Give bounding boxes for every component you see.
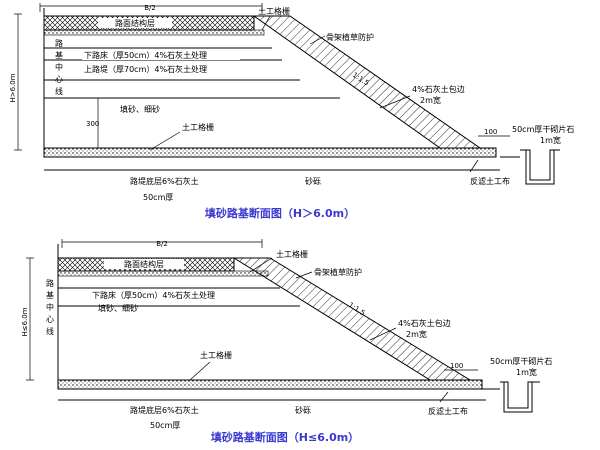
width-100-label: 100 — [484, 128, 497, 136]
gravel-label-b: 砂砾 — [295, 405, 311, 415]
upper-embank-label: 上路堤（厚70cm）4%石灰土处理 — [84, 64, 207, 74]
top-geogrid-label: 土工格栅 — [258, 6, 290, 16]
top-caption: 填砂路基断面图（H＞6.0m） — [205, 206, 355, 220]
bottom-geogrid-label: 土工格栅 — [182, 122, 214, 132]
drain-label-2-b: 1m宽 — [516, 367, 537, 377]
drain-ditch — [520, 149, 560, 181]
svg-text:中: 中 — [55, 62, 63, 72]
platform-label-2: 2m宽 — [420, 95, 441, 105]
height-label-b: H≤6.0m — [21, 307, 29, 336]
base-layer-label-b: 路堤底层6%石灰土 — [130, 405, 199, 415]
pavement-label-b: 路面结构层 — [124, 259, 164, 269]
base-thickness-label: 50cm厚 — [143, 193, 173, 202]
platform-label-1: 4%石灰土包边 — [412, 84, 465, 94]
dim-300-label: 300 — [86, 120, 99, 128]
bottom-caption: 填砂路基断面图（H≤6.0m） — [211, 430, 359, 444]
svg-text:心: 心 — [46, 315, 54, 324]
half-width-label-b: B/2 — [156, 240, 168, 248]
gravel-label: 砂砾 — [305, 176, 321, 186]
svg-text:线: 线 — [46, 326, 54, 336]
svg-text:线: 线 — [55, 86, 63, 96]
svg-text:基: 基 — [55, 50, 63, 60]
platform-label-2-b: 2m宽 — [406, 329, 427, 339]
bottom-geogrid-label-b: 土工格栅 — [200, 350, 232, 360]
lower-bed-label: 下路床（厚50cm）4%石灰土处理 — [84, 50, 207, 60]
svg-text:中: 中 — [46, 302, 54, 312]
lower-bed-label-b: 下路床（厚50cm）4%石灰土处理 — [92, 290, 215, 300]
base-gravel-layer — [43, 147, 497, 158]
base-layer-label: 路堤底层6%石灰土 — [130, 176, 199, 186]
drain-label-1: 50cm厚干砌片石 — [512, 124, 574, 134]
top-geogrid-label-b: 土工格栅 — [276, 249, 308, 259]
section-bottom: B/2 路 基 中 心 线 H≤6.0m 路面结构层 下路床（厚50cm）4%石… — [21, 239, 552, 444]
top-dotted-strip-b — [57, 270, 269, 277]
base-gravel-layer-b — [57, 379, 483, 390]
drain-label-1-b: 50cm厚干砌片石 — [490, 356, 552, 366]
svg-text:路: 路 — [46, 278, 54, 288]
centerline-label-char-1: 路 — [55, 38, 63, 48]
pavement-label: 路面结构层 — [115, 18, 155, 28]
height-label: H>6.0m — [9, 73, 17, 102]
reverse-filter-label: 反滤土工布 — [470, 176, 510, 186]
svg-text:基: 基 — [46, 290, 54, 300]
platform-label-1-b: 4%石灰土包边 — [398, 318, 451, 328]
slope-protection-label-b: 骨架植草防护 — [314, 267, 362, 277]
sand-fill-label-b: 填砂、细砂 — [98, 303, 138, 313]
sand-fill-label: 填砂、细砂 — [120, 104, 160, 114]
half-width-label: B/2 — [144, 4, 156, 12]
section-top: B/2 路 基 中 心 线 H>6.0m 路面结构层 下路床（厚50cm）4%石… — [9, 3, 574, 220]
drain-ditch-b — [500, 381, 540, 409]
drain-label-2: 1m宽 — [540, 135, 561, 145]
slope-protection-label: 骨架植草防护 — [326, 32, 374, 42]
reverse-filter-label-b: 反滤土工布 — [428, 406, 468, 416]
base-thickness-label-b: 50cm厚 — [150, 421, 180, 430]
top-dotted-strip — [43, 29, 265, 36]
width-100-label-b: 100 — [450, 362, 463, 370]
